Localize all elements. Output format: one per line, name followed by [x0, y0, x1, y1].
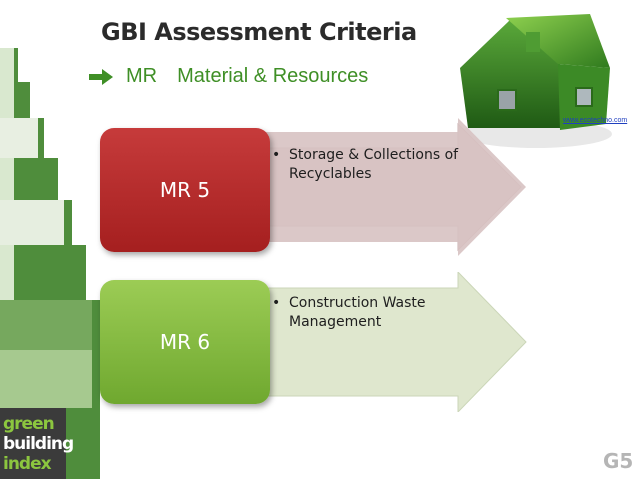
criteria-code-box: MR 5 — [100, 128, 270, 252]
section-subtitle: MR Material & Resources — [88, 65, 368, 88]
criteria-bullet-list: Construction Waste Management — [272, 294, 472, 332]
arrow-right-icon — [89, 68, 113, 85]
grass-house-image — [460, 14, 612, 148]
logo-line: green — [3, 414, 55, 434]
image-source-link[interactable]: www.ecotechno.com — [563, 117, 628, 124]
subtitle-code: MR — [126, 65, 158, 87]
page-title: GBI Assessment Criteria — [101, 18, 417, 46]
criteria-code-box: MR 6 — [100, 280, 270, 404]
logo-line: building — [3, 434, 74, 454]
criteria-item-mr6: MR 6 Construction Waste Management — [96, 272, 536, 412]
logo-line: index — [3, 454, 52, 474]
criteria-bullet: Construction Waste Management — [272, 294, 472, 332]
criteria-bullet: Storage & Collections of Recyclables — [272, 146, 492, 184]
green-building-index-logo: green building index — [0, 408, 74, 479]
green-stairs-decoration — [0, 48, 100, 479]
slide-number: G5 — [603, 449, 634, 473]
criteria-bullet-list: Storage & Collections of Recyclables — [272, 146, 492, 184]
subtitle-text: Material & Resources — [177, 65, 369, 87]
criteria-item-mr5: MR 5 Storage & Collections of Recyclable… — [96, 118, 536, 256]
